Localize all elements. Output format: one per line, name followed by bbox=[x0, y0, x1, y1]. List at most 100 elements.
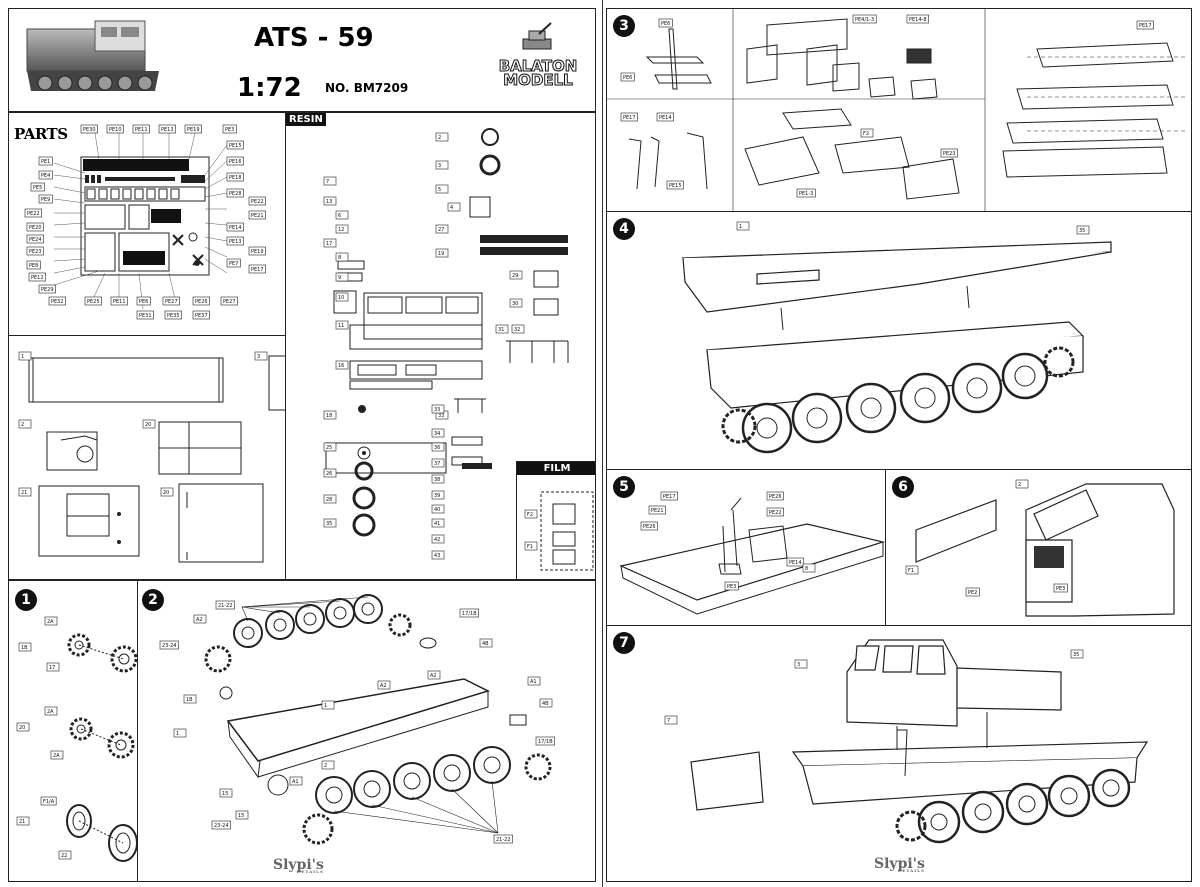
callout-label: 19 bbox=[438, 251, 444, 257]
callout-box bbox=[539, 698, 553, 708]
callout-box bbox=[724, 581, 739, 591]
callout-label: PE17 bbox=[1139, 23, 1152, 29]
callout-label: 2A bbox=[47, 619, 54, 625]
callout-label: PE37 bbox=[195, 313, 208, 319]
callout-label: 28 bbox=[326, 497, 332, 503]
callout-label: 21 bbox=[19, 819, 25, 825]
callout-box bbox=[435, 248, 449, 258]
callout-box bbox=[38, 156, 53, 166]
callout-label: 9 bbox=[338, 275, 341, 281]
callout-label: PE13 bbox=[229, 239, 242, 245]
callout-label: 26 bbox=[326, 471, 332, 477]
callout-label: PE7 bbox=[229, 261, 238, 267]
callout-label: PE21 bbox=[251, 213, 264, 219]
vehicle-photo bbox=[26, 20, 159, 91]
callout-label: PE30 bbox=[83, 127, 96, 133]
callout-label: 20 bbox=[19, 725, 25, 731]
step-number: 3 bbox=[613, 15, 635, 37]
callout-label: PE19 bbox=[251, 249, 264, 255]
callout-label: A1 bbox=[292, 779, 299, 785]
callout-label: 2A bbox=[47, 709, 54, 715]
callout-box bbox=[80, 124, 98, 134]
callout-box bbox=[160, 487, 174, 497]
callout-label: 2 bbox=[324, 763, 327, 769]
step2-running-gear-diagram: 21-22A223-241B115A1A2A1A21217/1B4B4B17/1… bbox=[159, 594, 555, 845]
callout-box bbox=[431, 534, 445, 544]
callout-box bbox=[26, 246, 44, 256]
callout-label: 21-22 bbox=[496, 837, 511, 843]
brand-name: Slypi's bbox=[273, 857, 324, 873]
callout-box bbox=[335, 360, 349, 370]
callout-box bbox=[1076, 225, 1090, 235]
step-number: 7 bbox=[613, 632, 635, 654]
callout-box bbox=[335, 224, 349, 234]
callout-label: PE15 bbox=[669, 183, 682, 189]
callout-box bbox=[38, 284, 56, 294]
callout-box bbox=[495, 324, 509, 334]
brand-name: Slypi's bbox=[874, 856, 925, 872]
callout-label: 30 bbox=[512, 301, 518, 307]
callout-label: PE25 bbox=[87, 299, 100, 305]
callout-box bbox=[794, 659, 808, 669]
sheet-divider bbox=[602, 0, 603, 887]
callout-label: 38 bbox=[434, 477, 440, 483]
callout-label: 40 bbox=[434, 507, 440, 513]
callout-box bbox=[24, 208, 42, 218]
callout-label: F2 bbox=[527, 512, 533, 518]
callout-label: PE4/1-3 bbox=[855, 17, 874, 23]
callout-label: PE11 bbox=[135, 127, 148, 133]
callout-box bbox=[664, 715, 678, 725]
callout-label: 12 bbox=[338, 227, 344, 233]
callout-box bbox=[431, 490, 445, 500]
callout-label: PE17 bbox=[251, 267, 264, 273]
callout-box bbox=[666, 180, 684, 190]
step-number: 6 bbox=[892, 476, 914, 498]
brand-sub: DETAILS bbox=[296, 869, 324, 874]
callout-label: PE22 bbox=[769, 510, 782, 516]
callout-label: 17/1B bbox=[462, 611, 477, 617]
callout-label: PE6 bbox=[623, 75, 632, 81]
callout-label: PE24 bbox=[29, 237, 42, 243]
callout-label: PE27 bbox=[165, 299, 178, 305]
callout-label: 15 bbox=[222, 791, 228, 797]
callout-box bbox=[248, 210, 266, 220]
callout-label: PE28 bbox=[229, 191, 242, 197]
callout-label: 18 bbox=[326, 413, 332, 419]
callout-label: 21 bbox=[21, 490, 27, 496]
callout-box bbox=[248, 264, 266, 274]
callout-label: PE23 bbox=[943, 151, 956, 157]
callout-label: 1 bbox=[21, 354, 24, 360]
callout-box bbox=[335, 292, 349, 302]
logo-line1: BALATON bbox=[498, 57, 578, 75]
pe-fret-diagram: PE1PE4PE5PE9PE22PE20PE24PE23PE8PE12PE29P… bbox=[24, 124, 266, 320]
callout-label: 17 bbox=[326, 241, 332, 247]
callout-label: PE26 bbox=[195, 299, 208, 305]
callout-box bbox=[940, 148, 958, 158]
catalog-number: NO. BM7209 bbox=[325, 81, 409, 95]
resin-heading: RESIN bbox=[286, 113, 326, 126]
callout-box bbox=[16, 816, 30, 826]
callout-label: F1 bbox=[527, 544, 533, 550]
callout-label: 4B bbox=[542, 701, 549, 707]
callout-label: 2 bbox=[21, 422, 24, 428]
callout-box bbox=[289, 776, 303, 786]
callout-box bbox=[509, 298, 523, 308]
parts-heading: PARTS bbox=[14, 125, 68, 143]
logo-line2: MODELL bbox=[503, 71, 573, 89]
callout-label: F1/A bbox=[43, 799, 55, 805]
callout-label: 23-24 bbox=[162, 643, 177, 649]
tank-logo-icon bbox=[522, 22, 552, 50]
callout-label: 1 bbox=[324, 703, 327, 709]
callout-label: 35 bbox=[326, 521, 332, 527]
callout-label: PE4 bbox=[41, 173, 50, 179]
callout-label: PE3 bbox=[1056, 586, 1065, 592]
